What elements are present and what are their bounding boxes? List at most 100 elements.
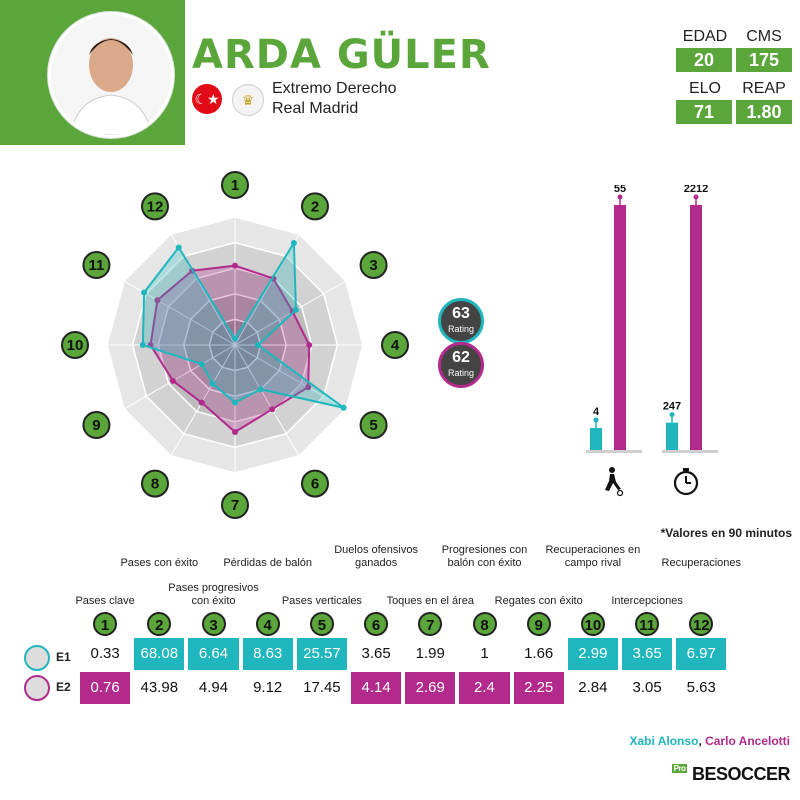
- metric-number-8: 8: [472, 612, 497, 636]
- coach-e2-name: Carlo Ancelotti: [705, 734, 790, 748]
- radar-axis-label-12: 12: [141, 192, 169, 221]
- metric-number-3: 3: [201, 612, 226, 636]
- radar-e1-point-8: [209, 380, 216, 387]
- radar-e2-point-6: [269, 406, 276, 413]
- metric-12-e1-value: 6.97: [676, 638, 727, 670]
- radar-e1-point-12: [175, 244, 182, 251]
- stat-label-cms: CMS: [746, 28, 782, 45]
- metric-4-e2-value: 9.12: [253, 679, 283, 696]
- svg-text:8: 8: [151, 476, 159, 493]
- bar-label-minutes-e2: 2212: [684, 185, 708, 195]
- svg-text:6: 6: [311, 476, 319, 493]
- metric-header-5: Pases verticales: [281, 595, 362, 607]
- svg-text:3: 3: [369, 257, 377, 274]
- metric-6-e2-value: 4.14: [351, 672, 402, 704]
- bar-tip-minutes-e1: [669, 412, 675, 418]
- coach-name-separator: ,: [698, 734, 702, 748]
- radar-axis-label-2: 2: [301, 192, 329, 221]
- radar-e2-point-4: [306, 342, 313, 348]
- player-name: ARDA GÜLER: [192, 32, 491, 78]
- metric-number-5: 5: [309, 612, 334, 636]
- metric-header-7: Toques en el área: [386, 595, 475, 607]
- svg-text:10: 10: [67, 337, 84, 354]
- metric-10-e2-value: 2.84: [578, 679, 608, 696]
- coach-e1-name: Xabi Alonso: [629, 734, 699, 748]
- metric-number-2: 2: [147, 612, 172, 636]
- metric-header-12: Recuperaciones: [661, 557, 742, 569]
- rating-e1-value: 63: [452, 305, 470, 322]
- player-club: Real Madrid: [272, 100, 359, 117]
- metric-11-e2-value: 3.05: [632, 679, 662, 696]
- coach-e2-avatar: [24, 675, 50, 701]
- note-per-90: *Valores en 90 minutos: [660, 526, 792, 540]
- metric-10-e1-value: 2.99: [567, 638, 618, 670]
- metric-number-11: 11: [635, 612, 660, 636]
- metric-9-e2-value: 2.25: [513, 672, 564, 704]
- radar-axis-label-9: 9: [82, 411, 111, 439]
- besoccer-pro-tag: Pro: [671, 764, 688, 773]
- metric-11-e1-value: 3.65: [622, 638, 673, 670]
- player-icon: [605, 467, 624, 497]
- svg-text:12: 12: [147, 198, 164, 215]
- radar-axis-label-3: 3: [359, 251, 388, 279]
- radar-e2-point-8: [198, 399, 205, 406]
- radar-e1-point-5: [340, 404, 347, 411]
- rating-e2-label: Rating: [447, 368, 474, 378]
- rating-e1-label: Rating: [447, 324, 474, 334]
- metric-number-9: 9: [526, 612, 551, 636]
- metric-8-e1-value: 1: [480, 645, 489, 662]
- radar-e2-point-1: [232, 262, 238, 269]
- stat-label-reap: REAP: [742, 80, 786, 97]
- radar-spoke: [123, 344, 236, 410]
- stat-label-edad: EDAD: [682, 28, 728, 45]
- metric-8-e2-value: 2.4: [459, 672, 510, 704]
- radar-axis-label-6: 6: [301, 469, 329, 498]
- metric-7-e1-value: 1.99: [415, 645, 445, 662]
- bar-label-games-e2: 55: [614, 185, 626, 195]
- metric-number-7: 7: [418, 612, 443, 636]
- besoccer-logo-text: BESOCCER: [691, 764, 791, 784]
- stat-value-reap: 1.80: [736, 100, 792, 124]
- svg-text:2: 2: [311, 198, 319, 215]
- metric-header-6: Duelos ofensivos ganados: [334, 544, 418, 569]
- rating-e2-badge: 62 Rating: [438, 342, 484, 388]
- metric-1-e2-value: 0.76: [80, 672, 131, 704]
- metric-3-e1-value: 6.64: [188, 638, 239, 670]
- bar-games-e2: [614, 205, 626, 450]
- coach-names: Xabi Alonso, Carlo Ancelotti: [630, 734, 791, 748]
- radar-axis-label-8: 8: [141, 469, 169, 498]
- bar-label-minutes-e1: 247: [663, 401, 681, 413]
- radar-e2-point-5: [305, 384, 312, 391]
- metric-2-e1-value: 68.08: [134, 638, 185, 670]
- turkey-flag-icon: ☾★: [192, 84, 222, 114]
- metric-6-e1-value: 3.65: [361, 645, 391, 662]
- bar-minutes-e1: [666, 422, 678, 450]
- metric-header-9: Regates con éxito: [494, 595, 583, 607]
- radar-axis-label-1: 1: [221, 171, 249, 199]
- metric-number-4: 4: [255, 612, 280, 636]
- bar-label-games-e1: 4: [593, 406, 600, 418]
- svg-text:11: 11: [89, 257, 105, 274]
- metric-number-1: 1: [93, 612, 118, 636]
- metric-header-3: Pases progresivos con éxito: [168, 582, 259, 607]
- svg-text:7: 7: [231, 497, 239, 514]
- radar-grid: [106, 216, 364, 474]
- radar-e2-point-9: [169, 377, 176, 384]
- stat-value-elo: 71: [676, 100, 732, 124]
- radar-spoke: [234, 344, 347, 410]
- stat-label-elo: ELO: [688, 80, 721, 97]
- bar-tip-games-e1: [593, 417, 599, 423]
- metric-header-2: Pases con éxito: [120, 557, 199, 569]
- radar-spoke: [234, 344, 300, 457]
- svg-text:4: 4: [391, 337, 400, 354]
- radar-e2-point-11: [154, 297, 161, 304]
- coach-e1-avatar: [24, 645, 50, 671]
- svg-text:1: 1: [231, 177, 239, 194]
- bar-baseline-minutes: [662, 450, 718, 453]
- rating-e2-value: 62: [452, 349, 470, 366]
- radar-axis-label-11: 11: [82, 251, 111, 279]
- metric-2-e2-value: 43.98: [140, 679, 179, 696]
- metric-9-e1-value: 1.66: [524, 645, 554, 662]
- stat-value-edad: 20: [676, 48, 732, 72]
